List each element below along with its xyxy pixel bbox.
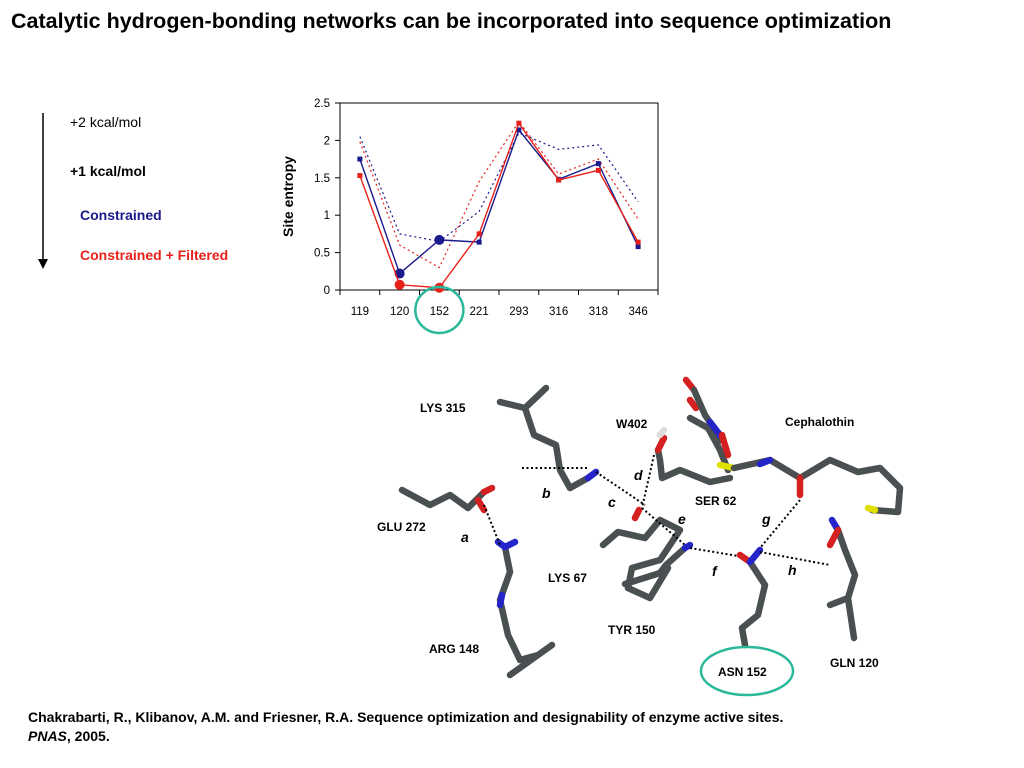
residue-label-4: GLU 272 [377, 520, 426, 534]
glu272-oxygen-icon [480, 484, 496, 496]
ceph-oxygen2-icon [686, 396, 700, 412]
hbond-d [641, 454, 655, 509]
ceph-oxygen3-icon [718, 431, 732, 459]
hbond-h [759, 551, 831, 566]
y-axis-label: Site entropy [280, 156, 296, 237]
series-0-point [516, 127, 522, 133]
series-0-point [357, 156, 363, 162]
series-line-2 [359, 132, 639, 243]
highlight-circle-152 [414, 285, 465, 335]
thiophene-sulfur-icon [864, 504, 879, 514]
arg148-nitrogen3-icon [496, 591, 506, 609]
series-1-point [556, 177, 562, 183]
legend-kcal1: +1 kcal/mol [70, 163, 146, 179]
y-tick-label: 0.5 [314, 248, 330, 260]
series-line-3 [359, 120, 639, 269]
w402-oxygen-icon [654, 434, 668, 454]
ceph-nitrogen-icon [706, 418, 724, 439]
tyr150-ring [599, 516, 684, 602]
series-1-point [595, 167, 601, 173]
w402-hydrogen-icon [656, 426, 668, 439]
x-tick-label: 221 [470, 306, 489, 318]
y-tick-label: 0 [324, 285, 330, 297]
bond-label-g: g [761, 511, 771, 527]
y-tick-label: 1 [324, 210, 330, 222]
legend-constrained-filtered: Constrained + Filtered [80, 247, 229, 263]
bond-label-h: h [788, 562, 797, 578]
citation-authors: Chakrabarti, R., Klibanov, A.M. and Frie… [28, 709, 784, 725]
asn152-sidechain [738, 558, 769, 649]
series-0-point [476, 239, 482, 245]
legend-kcal2: +2 kcal/mol [70, 114, 142, 130]
x-tick-label: 119 [351, 306, 369, 318]
residue-label-9: GLN 120 [830, 656, 879, 670]
arg148-nitrogen2-icon [501, 538, 519, 551]
series-1-point [394, 279, 405, 290]
lys315-amine-icon [584, 468, 600, 482]
bond-label-a: a [461, 529, 469, 545]
hbond-a [483, 504, 501, 546]
y-tick-label: 2 [324, 135, 330, 147]
w402-ser62 [654, 446, 734, 486]
hbond-e [641, 507, 686, 546]
citation: Chakrabarti, R., Klibanov, A.M. and Frie… [28, 708, 1008, 746]
glu272-sidechain [398, 486, 488, 512]
lys67-amine-icon [681, 541, 694, 552]
series-1-point [635, 239, 641, 245]
lys315-sidechain [496, 384, 592, 492]
highlight-circle-asn152 [699, 645, 795, 697]
series-line-0 [359, 128, 639, 275]
citation-journal: PNAS [28, 728, 67, 744]
x-tick-label: 346 [629, 306, 648, 318]
x-tick-label: 316 [549, 306, 568, 318]
arg148-sidechain [496, 543, 556, 679]
series-0-point [595, 161, 601, 167]
citation-year: , 2005. [66, 728, 110, 744]
lys67-sidechain [621, 544, 689, 588]
residue-label-1: W402 [616, 417, 648, 431]
legend-constrained: Constrained [80, 207, 162, 223]
y-tick-label: 2.5 [314, 98, 330, 110]
cephalothin-tail [730, 456, 904, 516]
ceph-nitrogen2-icon [756, 456, 774, 468]
series-0-point [635, 244, 641, 250]
x-tick-label: 318 [589, 306, 608, 318]
series-line-1 [359, 121, 639, 289]
slide-title: Catalytic hydrogen-bonding networks can … [11, 9, 892, 33]
series-1-point [357, 173, 363, 179]
x-tick-label: 293 [509, 306, 528, 318]
residue-label-5: LYS 67 [548, 571, 587, 585]
residue-label-6: TYR 150 [608, 623, 656, 637]
residue-label-0: LYS 315 [420, 401, 466, 415]
tyr150-oxygen-icon [631, 506, 643, 522]
plot-frame [339, 102, 659, 291]
hbond-g [759, 499, 801, 549]
x-tick-label: 152 [430, 306, 449, 318]
bond-label-e: e [678, 511, 686, 527]
bond-label-c: c [608, 494, 616, 510]
bond-label-b: b [542, 485, 551, 501]
gln120-sidechain [826, 526, 859, 642]
bond-label-f: f [712, 563, 718, 579]
x-tick-label: 120 [390, 306, 409, 318]
site-entropy-chart: 0 0.5 1 1.5 2 2.5 119 120 152 221 293 316 318 346 Site… [280, 98, 659, 335]
bond-label-d: d [634, 467, 643, 483]
asn152-nitrogen-icon [746, 546, 764, 566]
hbond-f [689, 547, 739, 557]
glu272-oxygen2-icon [474, 496, 488, 514]
residue-label-7: ARG 148 [429, 642, 479, 656]
energy-arrow-icon [38, 113, 48, 269]
gln120-oxygen-icon [826, 526, 842, 549]
cephalothin-ring [690, 386, 722, 446]
series-0-point [434, 234, 445, 245]
residue-label-8: ASN 152 [718, 665, 767, 679]
y-tick-label: 1.5 [314, 173, 330, 185]
series-1-point [476, 231, 482, 237]
series-1-point [516, 120, 522, 126]
hbond-c [595, 471, 646, 506]
residue-label-3: SER 62 [695, 494, 737, 508]
residue-label-2: Cephalothin [785, 415, 854, 429]
